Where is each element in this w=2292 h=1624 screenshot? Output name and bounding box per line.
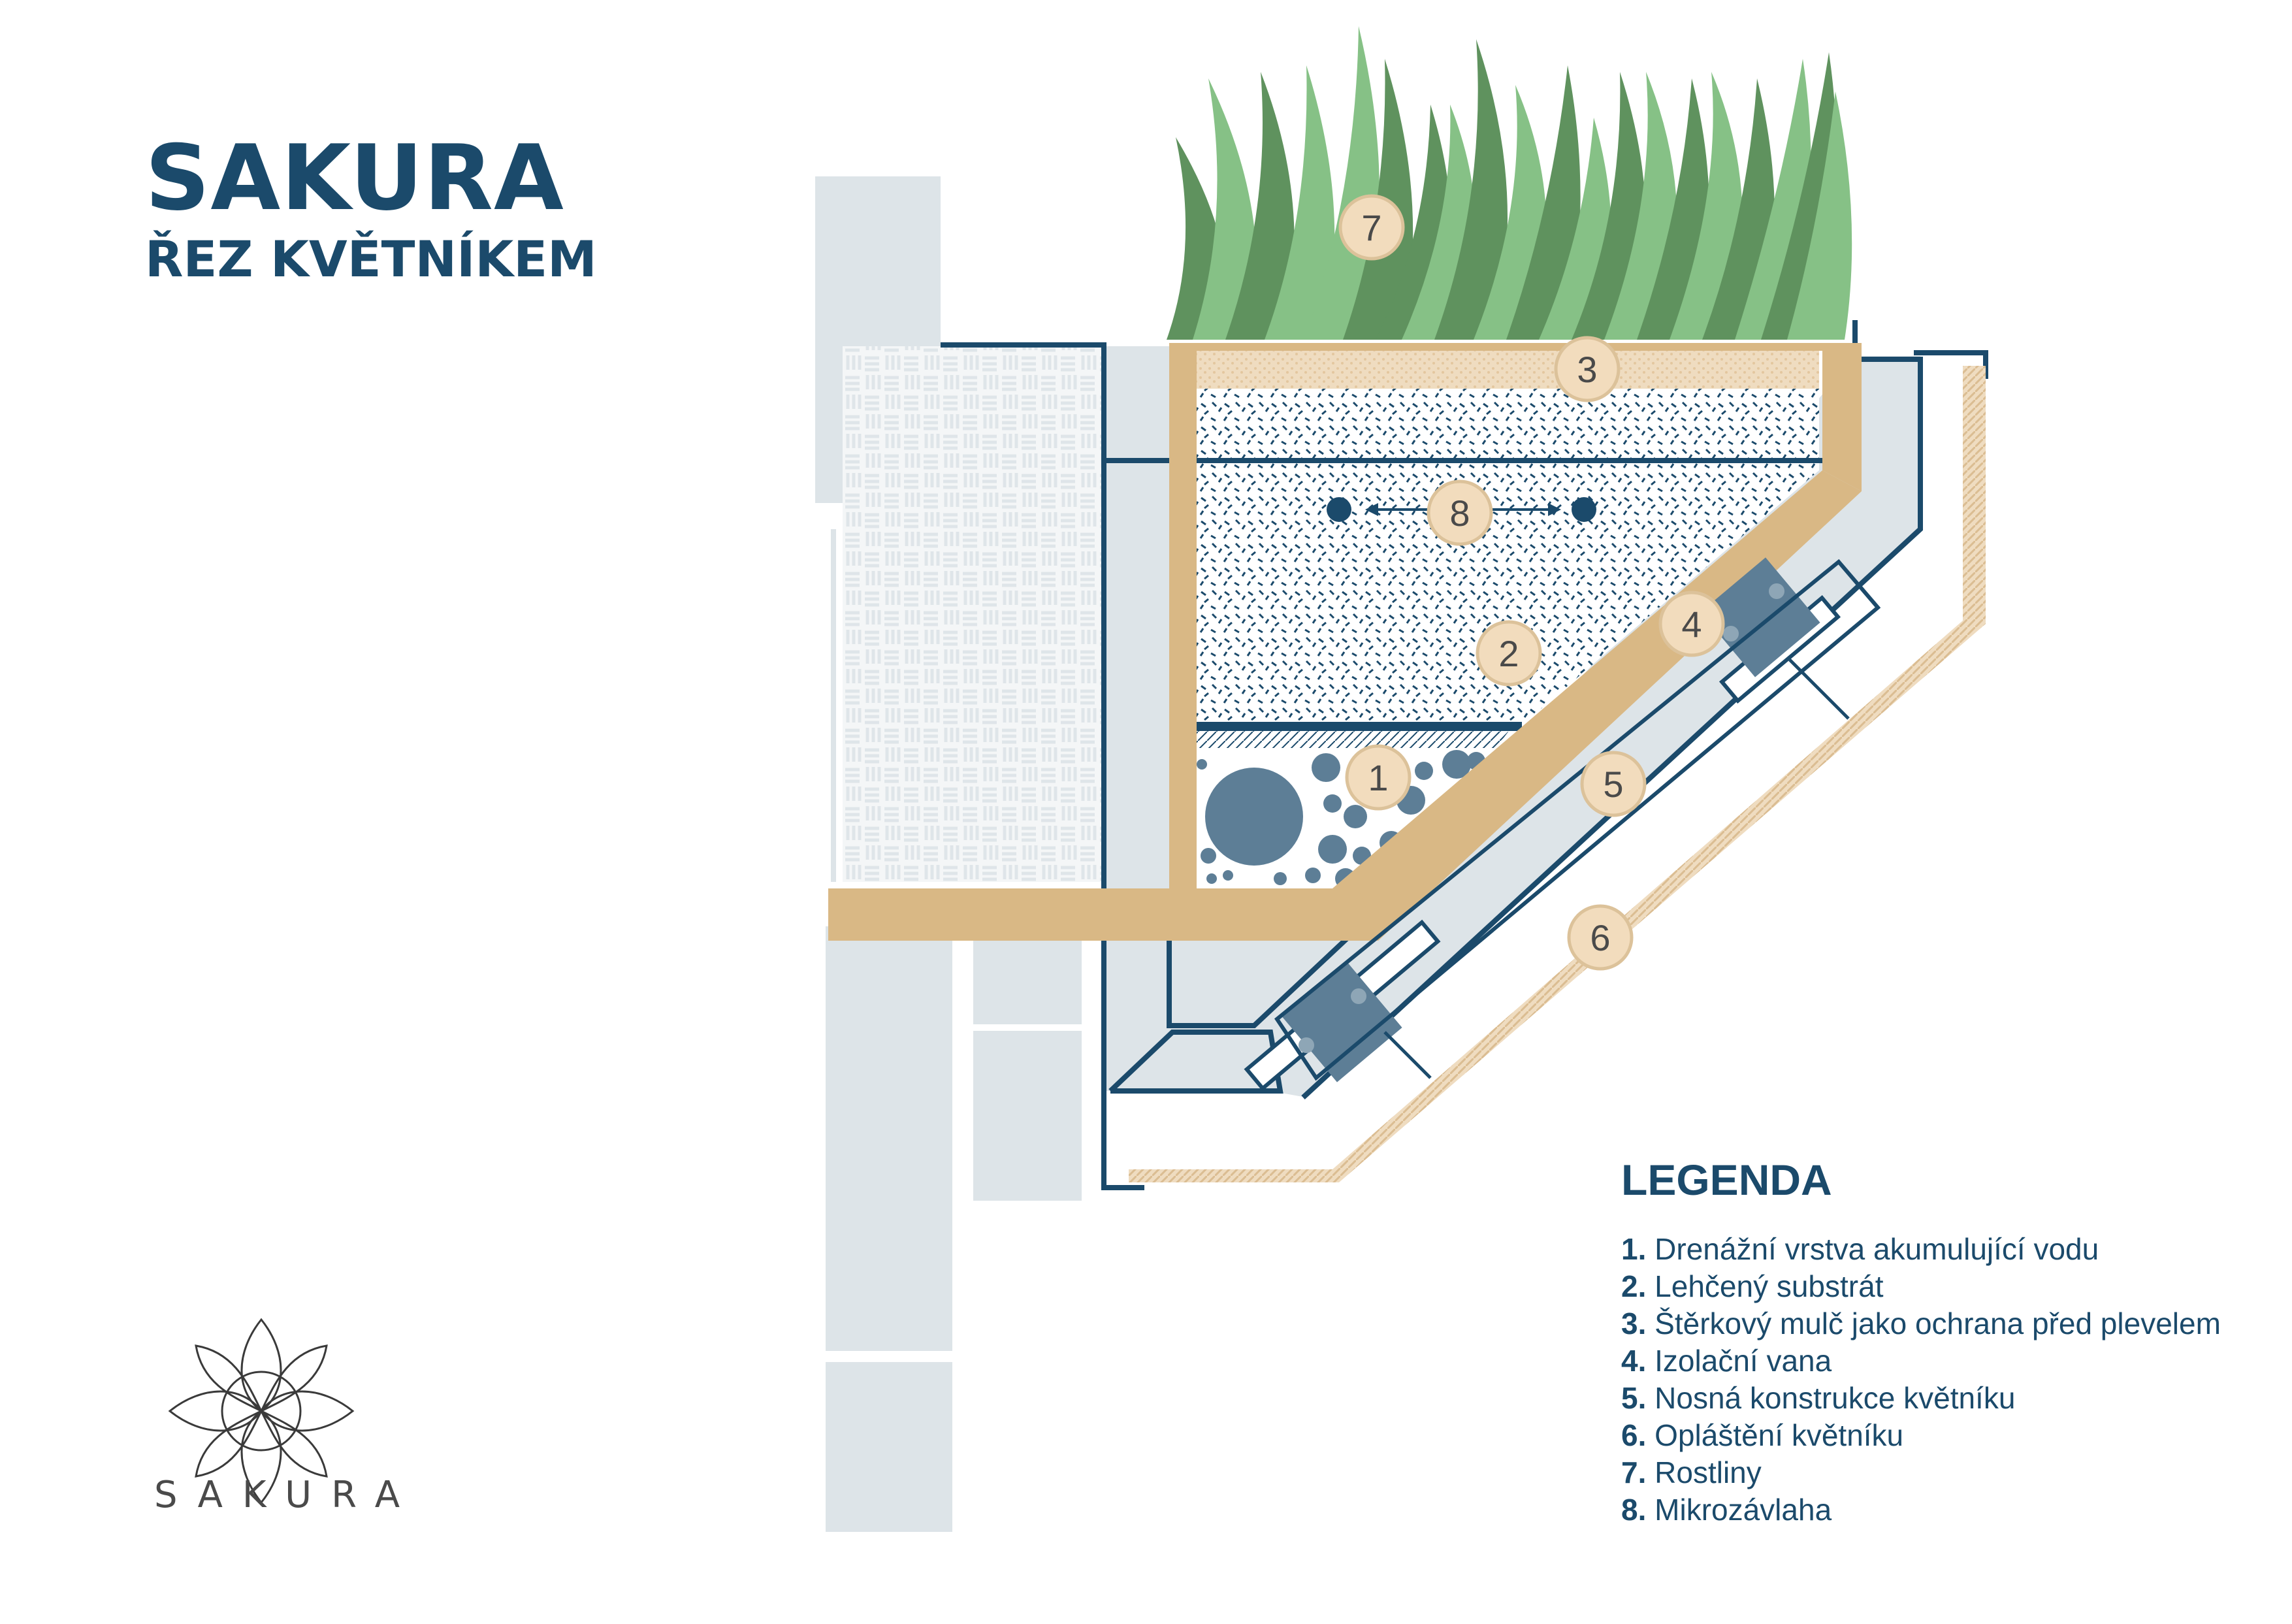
outline-lower-frame	[1167, 926, 1361, 1028]
legend-item: 6. Opláštění květníku	[1621, 1418, 1904, 1452]
legend-item: 4. Izolační vana	[1621, 1344, 1832, 1378]
number-badge-3: 3	[1554, 336, 1621, 402]
legend-item: 3. Štěrkový mulč jako ochrana před pleve…	[1621, 1307, 2221, 1340]
number-badges: 1 2 3 4 5 6 7 8	[1338, 194, 1725, 971]
building-wall	[815, 176, 1103, 1532]
tray-top-edge	[1169, 343, 1822, 351]
insulation-tray	[828, 343, 1862, 941]
wall-weave-panel	[941, 343, 1103, 539]
dripper-left	[1327, 497, 1351, 522]
number-badge-label: 1	[1368, 757, 1388, 798]
grass-blade	[1193, 78, 1257, 340]
dripper-right	[1572, 497, 1596, 522]
arrow-head-left	[1365, 503, 1378, 516]
wall-block	[973, 1031, 1082, 1201]
drainage-stone	[1206, 873, 1217, 884]
drainage-stones	[1197, 750, 1485, 889]
legend-item: 8. Mikrozávlaha	[1621, 1493, 1832, 1527]
number-badge-label: 5	[1603, 764, 1623, 805]
frame-post	[1104, 346, 1176, 888]
legend-item: 2. Lehčený substrát	[1621, 1269, 1884, 1303]
outline-bottom-wedge	[1108, 1030, 1283, 1094]
page-subtitle: ŘEZ KVĚTNÍKEM	[145, 230, 597, 288]
arrow-head-right	[1548, 503, 1561, 516]
drainage-stone	[1274, 872, 1287, 885]
number-badge-label: 2	[1498, 633, 1519, 674]
number-badge-5: 5	[1580, 751, 1647, 817]
number-badge-1: 1	[1345, 744, 1412, 811]
page-title: SAKURA	[145, 125, 564, 231]
legend-item: 5. Nosná konstrukce květníku	[1621, 1381, 2016, 1415]
grass-blade	[1787, 91, 1852, 340]
number-badge-label: 6	[1590, 917, 1610, 958]
number-badge-8: 8	[1427, 479, 1493, 546]
number-badge-2: 2	[1476, 620, 1542, 687]
tray-diagonal	[1332, 470, 1862, 941]
number-badge-label: 3	[1577, 349, 1597, 390]
legend: LEGENDA 1. Drenážní vrstva akumulující v…	[1621, 1155, 2221, 1529]
number-badge-6: 6	[1567, 904, 1634, 971]
legend-item: 1. Drenážní vrstva akumulující vodu	[1621, 1232, 2099, 1266]
bracket-rail	[1274, 559, 1881, 1081]
substrate-layer	[1195, 385, 1819, 725]
wall-block	[973, 926, 1082, 1024]
legend-item: 7. Rostliny	[1621, 1455, 1762, 1489]
wall-block	[826, 926, 952, 1351]
drainage-stone	[1344, 805, 1367, 828]
lotus-flower-icon	[168, 1318, 355, 1504]
number-badge-7: 7	[1338, 194, 1405, 261]
drainage-stone	[1205, 768, 1303, 866]
legend-title: LEGENDA	[1621, 1156, 1832, 1204]
gravel-mulch-layer	[1195, 349, 1819, 389]
drain-membrane	[1195, 722, 1522, 731]
grass-blade	[1265, 65, 1335, 340]
drainage-stone	[1223, 870, 1233, 881]
tray-bottom	[828, 888, 1378, 941]
drainage-stone	[1323, 794, 1342, 813]
grass-blade	[1225, 72, 1295, 340]
outline-left	[941, 342, 1144, 1190]
grass-blade	[1506, 65, 1581, 340]
filter-fleece	[1195, 731, 1509, 748]
logo-text: SAKURA	[154, 1474, 420, 1516]
wall-block	[826, 1362, 952, 1532]
plants-grass	[1167, 26, 1852, 340]
grass-blade	[1304, 26, 1380, 340]
tray-right-wall	[1822, 343, 1862, 491]
drainage-stone	[1415, 762, 1433, 780]
drainage-stone	[1197, 759, 1207, 770]
drainage-stone	[1305, 868, 1321, 883]
number-badge-4: 4	[1658, 591, 1725, 657]
grass-blade	[1434, 39, 1508, 340]
drainage-stone	[1201, 848, 1216, 864]
micro-irrigation	[1327, 497, 1596, 522]
tray-left-wall	[1169, 343, 1197, 892]
number-badge-label: 8	[1449, 493, 1470, 534]
drainage-stone	[1312, 753, 1340, 782]
bracket-upper	[1700, 557, 1850, 720]
wall-strip	[831, 529, 836, 882]
drainage-stone	[1318, 835, 1347, 864]
drainage-stone	[1442, 750, 1471, 779]
number-badge-label: 4	[1681, 604, 1702, 645]
number-badge-label: 7	[1361, 207, 1381, 248]
